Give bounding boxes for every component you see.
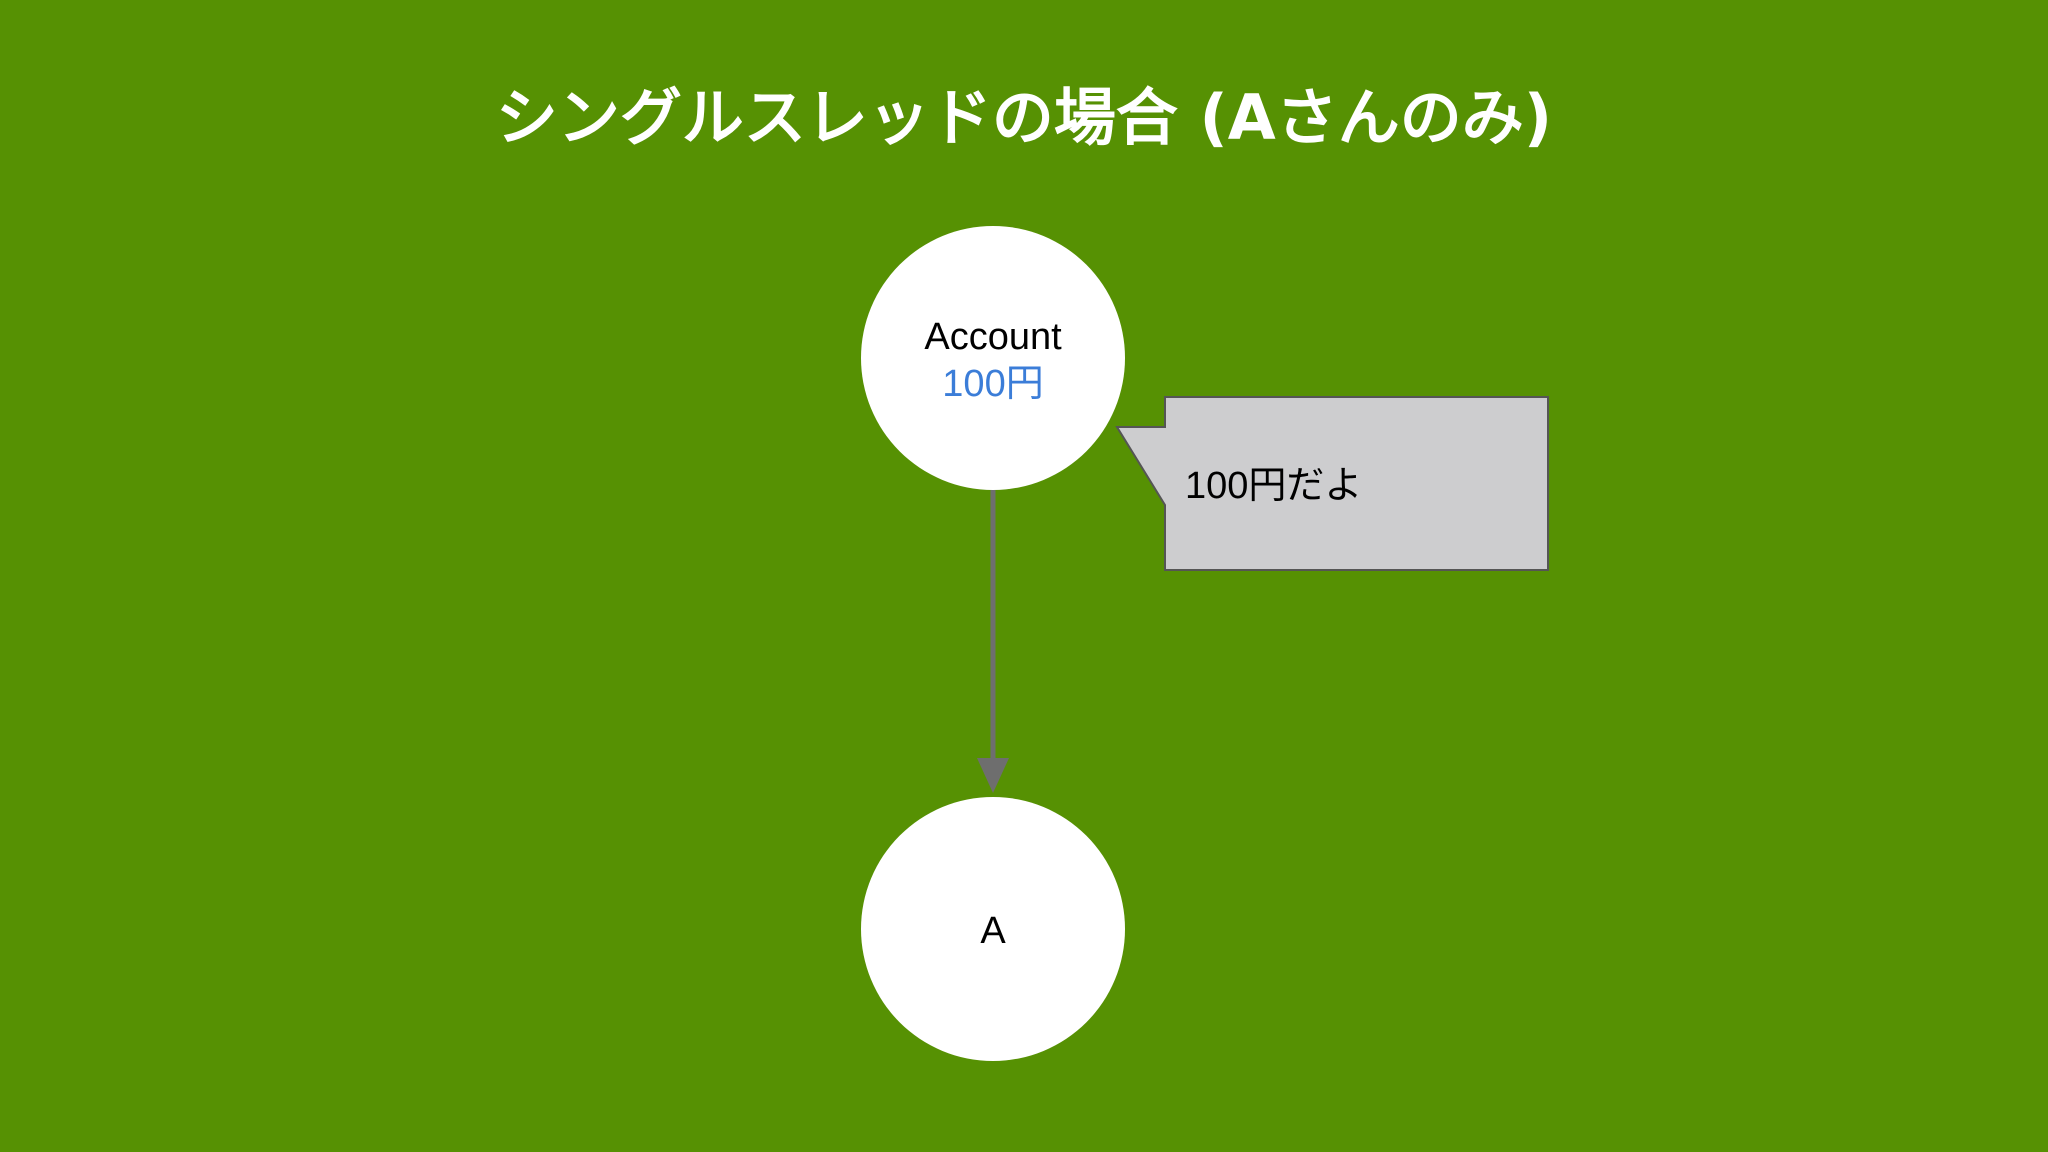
thread-a-node-circle [861,797,1125,1061]
speech-bubble: 100円だよ [1115,396,1549,571]
thread-a-node-label: A [980,910,1006,952]
arrowhead-icon [977,758,1009,793]
account-node-value: 100円 [942,363,1043,405]
speech-bubble-text: 100円だよ [1185,465,1362,507]
speech-bubble-shape [1115,396,1549,571]
account-node-circle [861,226,1125,490]
thread-a-node: A [861,797,1125,1061]
account-node-label: Account [924,316,1062,358]
connector-arrow [977,490,1009,793]
account-node: Account 100円 [861,226,1125,490]
slide-title: シングルスレッドの場合 (Aさんのみ) [495,81,1553,154]
